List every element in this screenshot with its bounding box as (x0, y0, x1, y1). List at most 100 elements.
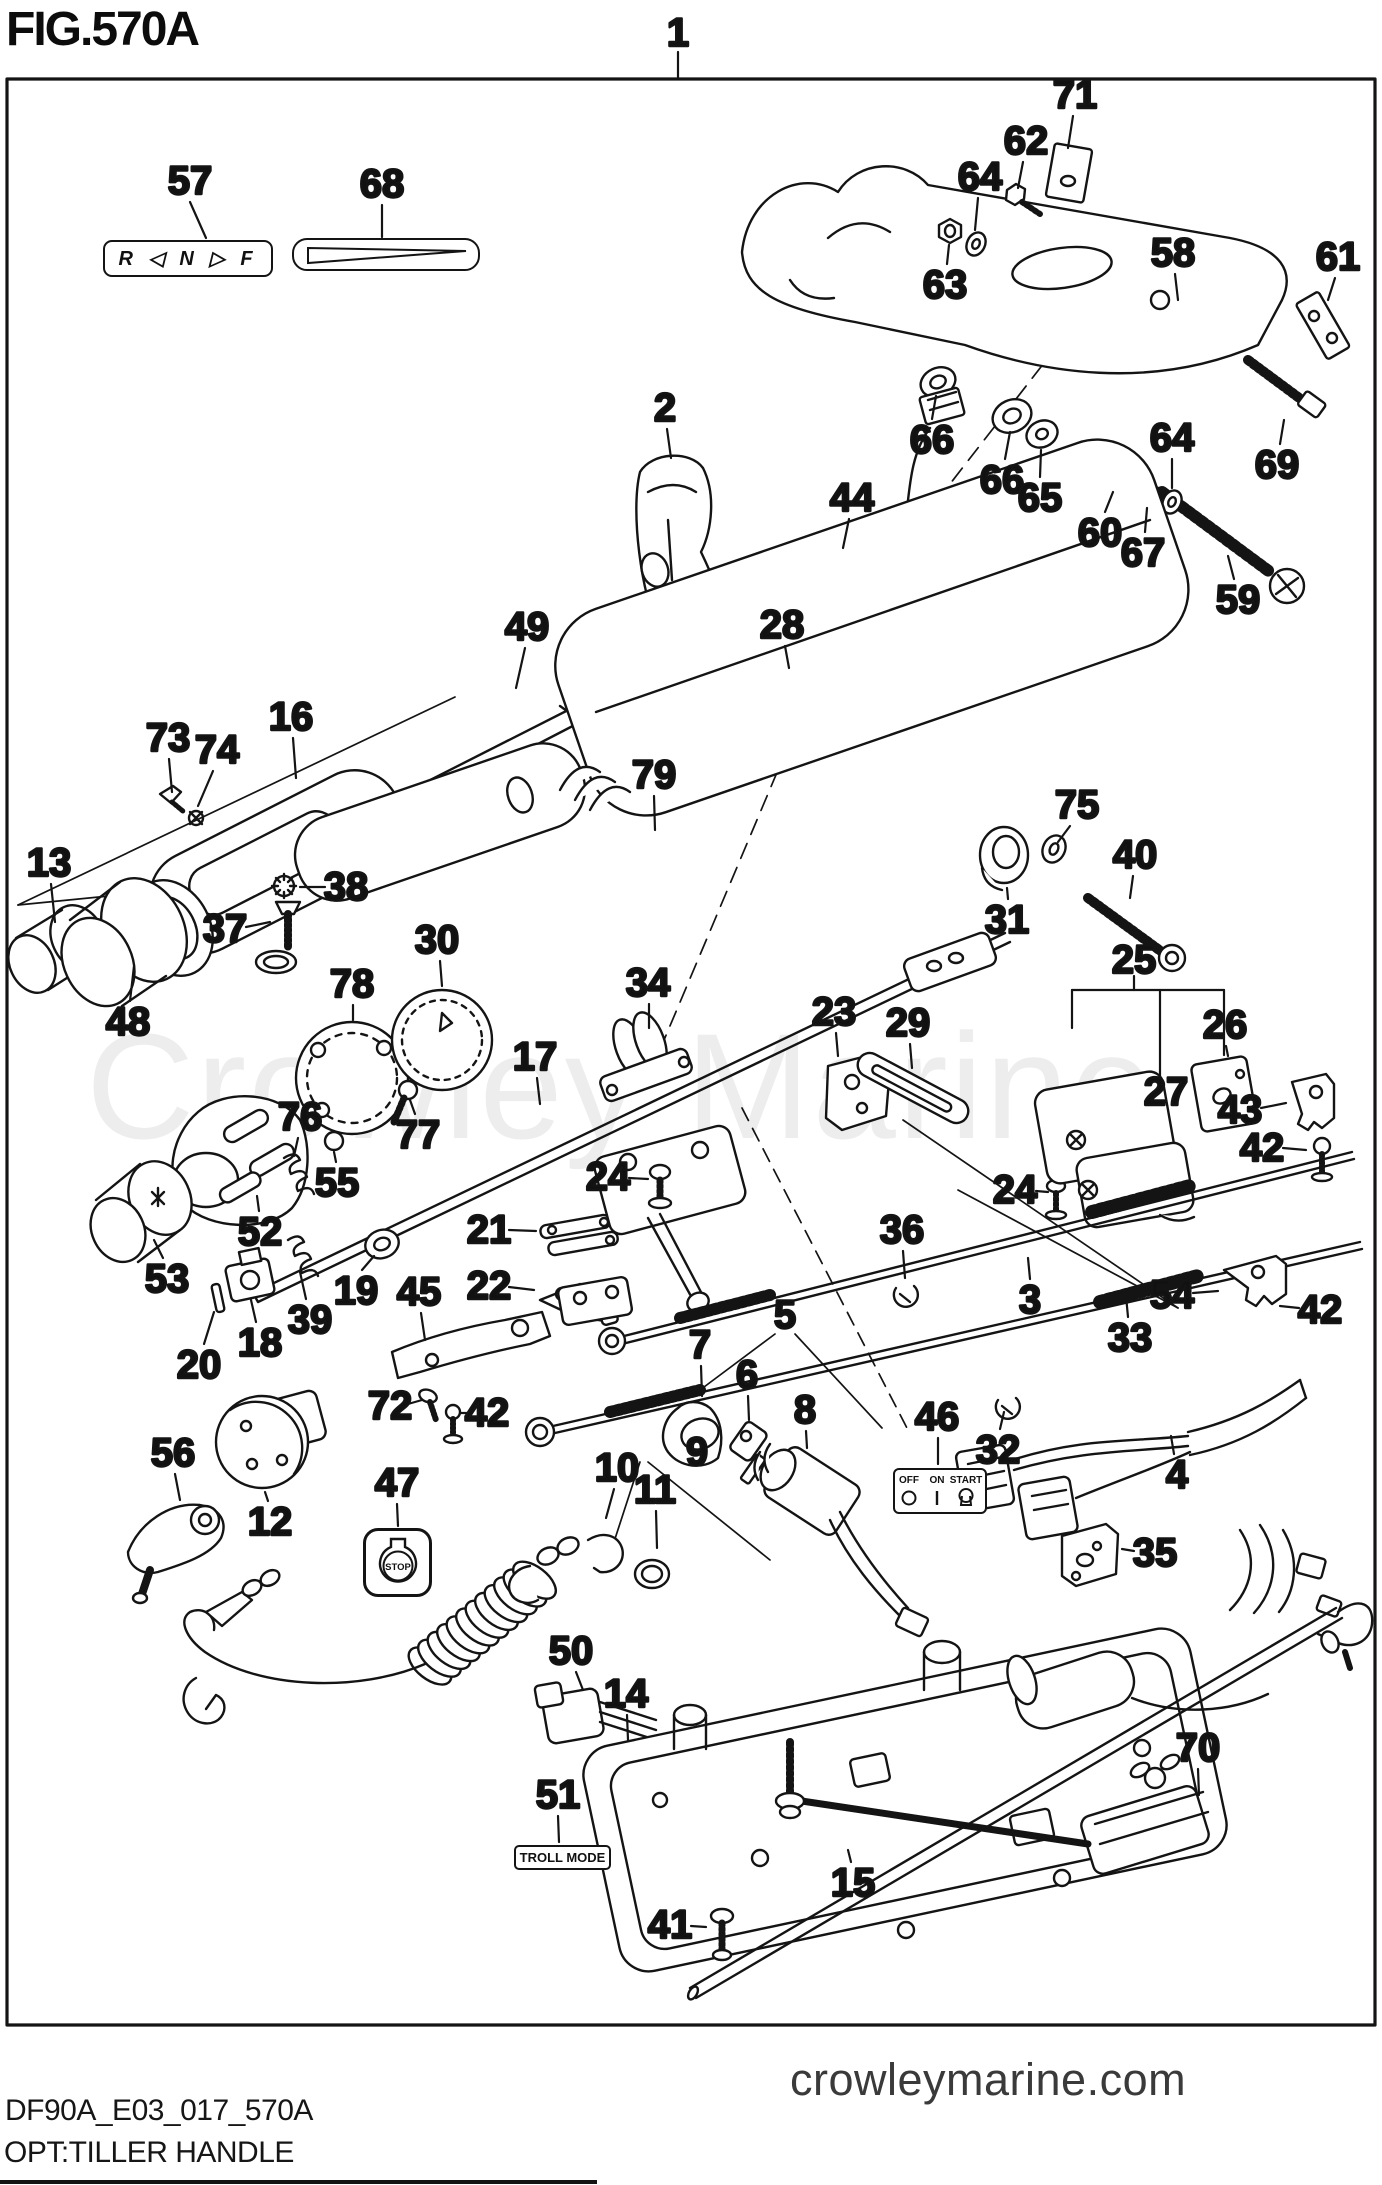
leader-line-7 (699, 1364, 704, 1398)
leader-line-43 (1259, 1101, 1288, 1110)
throttle-wedge-icon (307, 246, 467, 264)
part-24-screw-left (647, 1163, 673, 1210)
part-label-17: 17 (513, 1035, 558, 1079)
troll-mode-decal: TROLL MODE (514, 1845, 611, 1870)
leader-line-66 (930, 394, 938, 421)
figure-title: FIG.570A (6, 3, 200, 56)
part-label-50: 50 (549, 1629, 594, 1673)
switch-on-label: ON (930, 1475, 945, 1486)
part-label-24: 24 (993, 1168, 1038, 1212)
part-label-45: 45 (397, 1270, 442, 1314)
part-43-bracket (1290, 1072, 1336, 1132)
leader-line-32 (998, 1410, 1006, 1431)
part-label-64: 64 (958, 155, 1003, 199)
leader-line-14 (625, 1713, 630, 1742)
leader-line-12 (263, 1490, 270, 1503)
part-label-35: 35 (1133, 1531, 1178, 1575)
part-label-30: 30 (415, 918, 460, 962)
part-76-spring (282, 1153, 316, 1196)
tray-wires (1228, 1523, 1343, 1618)
leader-line-11 (654, 1509, 659, 1550)
leader-line-4 (1169, 1434, 1176, 1456)
part-label-62: 62 (1004, 119, 1049, 163)
leader-line-17 (535, 1076, 542, 1106)
troll-mode-text: TROLL MODE (519, 1850, 606, 1865)
leader-line-37 (244, 920, 272, 929)
part-label-63: 63 (923, 263, 968, 307)
leader-line-76 (292, 1136, 300, 1158)
part-label-79: 79 (632, 753, 677, 797)
part-label-54: 54 (1150, 1273, 1195, 1317)
part-label-27: 27 (1144, 1070, 1189, 1114)
shift-pattern-text: R ◁ N ▷ F (118, 248, 258, 270)
part-label-42: 42 (1240, 1126, 1285, 1170)
part-label-34: 34 (626, 961, 671, 1005)
leader-line-26 (1224, 1044, 1230, 1058)
part-label-22: 22 (467, 1264, 512, 1308)
part-54-bracket (1222, 1254, 1288, 1308)
part-56-arm (126, 1503, 225, 1605)
leader-line-24 (1034, 1189, 1050, 1194)
leader-line-23 (834, 1031, 840, 1058)
part-36-clip (892, 1284, 920, 1308)
leader-line-75 (1056, 824, 1072, 844)
leader-line-3 (1026, 1256, 1032, 1281)
part-50-connector (533, 1681, 658, 1745)
part-label-33: 33 (1108, 1316, 1153, 1360)
leader-line-22 (507, 1285, 536, 1292)
leader-line-69 (1278, 418, 1286, 446)
leader-line-16 (291, 736, 298, 780)
leader-line-77 (408, 1098, 417, 1116)
part-75-washer (1041, 834, 1067, 864)
leader-line-10 (604, 1487, 616, 1520)
part-label-18: 18 (238, 1321, 283, 1365)
leader-line-42 (1281, 1146, 1308, 1152)
site-watermark: crowleymarine.com (790, 2054, 1187, 2105)
part-label-26: 26 (1203, 1003, 1248, 1047)
switch-off-icon (901, 1490, 917, 1506)
leader-line-18 (249, 1298, 258, 1324)
part-label-73: 73 (146, 716, 191, 760)
part-label-56: 56 (151, 1431, 196, 1475)
leader-line-19 (360, 1254, 376, 1272)
leader-line-51 (556, 1814, 561, 1844)
part-label-78: 78 (330, 962, 375, 1006)
shift-pattern-decal: R ◁ N ▷ F (103, 240, 273, 277)
part-label-14: 14 (604, 1672, 649, 1716)
part-label-43: 43 (1218, 1088, 1263, 1132)
part-label-16: 16 (269, 695, 314, 739)
part-label-52: 52 (238, 1210, 283, 1254)
leader-line-36 (901, 1249, 907, 1280)
leader-line-31 (1005, 886, 1010, 901)
leader-line-6 (746, 1394, 751, 1422)
leader-line-47 (395, 1502, 400, 1528)
part-label-68: 68 (360, 162, 405, 206)
leader-line-63 (945, 243, 951, 266)
part-label-15: 15 (831, 1861, 876, 1905)
leader-line-39 (298, 1270, 308, 1301)
part-58-bracket (740, 165, 1288, 375)
part-label-39: 39 (288, 1298, 333, 1342)
part-label-4: 4 (1166, 1453, 1189, 1497)
stop-button-decal: STOP (363, 1528, 432, 1597)
leader-line-50 (574, 1670, 585, 1692)
part-label-32: 32 (976, 1428, 1021, 1472)
stop-button-label: STOP (385, 1562, 411, 1573)
part-solenoid (1006, 1650, 1270, 1730)
part-label-67: 67 (1121, 531, 1166, 575)
part-label-66: 66 (980, 458, 1025, 502)
diagram-border (5, 77, 1377, 2027)
part-label-57: 57 (168, 159, 213, 203)
leader-line-72 (406, 1398, 424, 1406)
part-label-29: 29 (886, 1001, 931, 1045)
part-label-40: 40 (1113, 833, 1158, 877)
part-41-screw (709, 1907, 735, 1962)
part-label-31: 31 (985, 898, 1030, 942)
part-30-ring (390, 988, 494, 1092)
leader-line-40 (1128, 874, 1135, 900)
part-39-spring (286, 1235, 320, 1278)
part-label-71: 71 (1053, 73, 1098, 117)
leader-line-54 (1191, 1289, 1220, 1295)
leader-line-8 (804, 1429, 809, 1450)
part-label-77: 77 (396, 1113, 441, 1157)
